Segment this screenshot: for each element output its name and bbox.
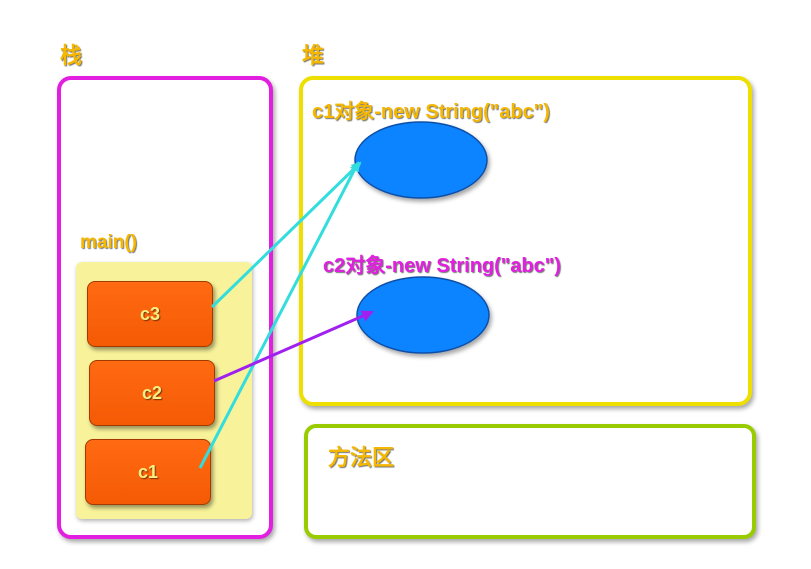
variable-c1: c1 [85, 439, 211, 505]
heap-object-2-label: c2对象-new String("abc") [323, 255, 561, 277]
variable-c1-label: c1 [137, 461, 159, 482]
variable-c2: c2 [89, 360, 215, 426]
variable-c2-label: c2 [141, 382, 163, 403]
variable-c3: c3 [87, 281, 213, 347]
method-area-title: 方法区 [328, 445, 395, 470]
heap-object-1 [354, 121, 488, 199]
reference-arrow-c3 [210, 161, 362, 309]
method-area-region [304, 424, 756, 539]
variable-c3-label: c3 [139, 303, 161, 324]
heap-region [299, 76, 752, 406]
heap-title: 堆 [302, 43, 325, 68]
heap-object-2 [356, 276, 490, 354]
reference-arrow-c1 [198, 161, 360, 469]
main-frame-label: main() [80, 232, 137, 253]
stack-title: 栈 [60, 43, 83, 68]
reference-arrow-c2 [213, 310, 374, 383]
heap-object-1-label: c1对象-new String("abc") [312, 101, 550, 123]
